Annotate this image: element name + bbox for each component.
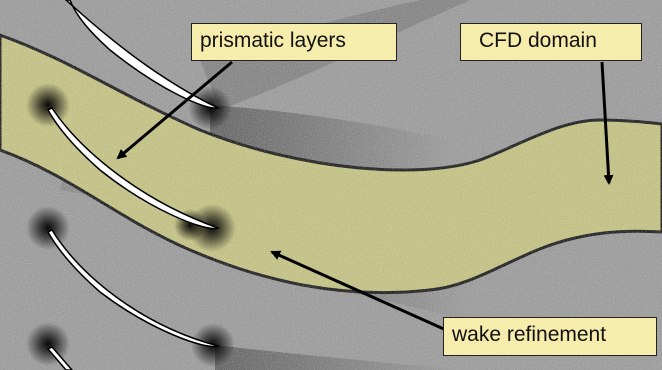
dark-spot-icon: [26, 206, 70, 250]
prismatic-layers-label: prismatic layers: [191, 23, 397, 61]
cfd-domain-label: CFD domain: [460, 23, 642, 61]
wake-refinement-label: wake refinement: [443, 317, 657, 356]
dark-spot-icon: [26, 83, 70, 127]
